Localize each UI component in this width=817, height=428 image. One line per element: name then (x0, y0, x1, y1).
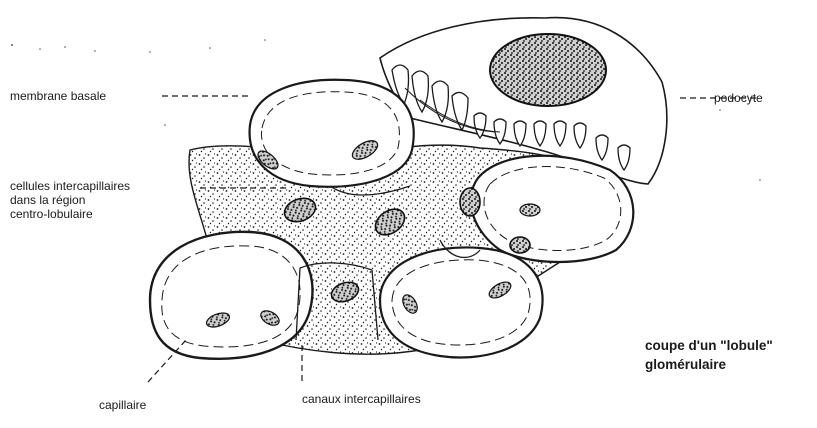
caption-line-2: glomérulaire (645, 355, 773, 374)
intercapillary-cells-line-2: dans la région (10, 193, 210, 207)
capillaire-label: capillaire (99, 398, 146, 412)
podocyte-nucleus (490, 34, 606, 106)
intercapillary-channels-label: canaux intercapillaires (302, 392, 421, 406)
podocyte-label: podocyte (714, 91, 763, 105)
membrane-basale-label: membrane basale (10, 89, 106, 103)
caption-line-1: coupe d'un "lobule" (645, 336, 773, 355)
intercapillary-cells-line-3: centro-lobulaire (10, 207, 210, 221)
intercapillary-cells-line-1: cellules intercapillaires (10, 179, 210, 193)
figure-caption: coupe d'un "lobule" glomérulaire (645, 336, 773, 374)
intercapillary-cells-label: cellules intercapillaires dans la région… (10, 179, 210, 221)
